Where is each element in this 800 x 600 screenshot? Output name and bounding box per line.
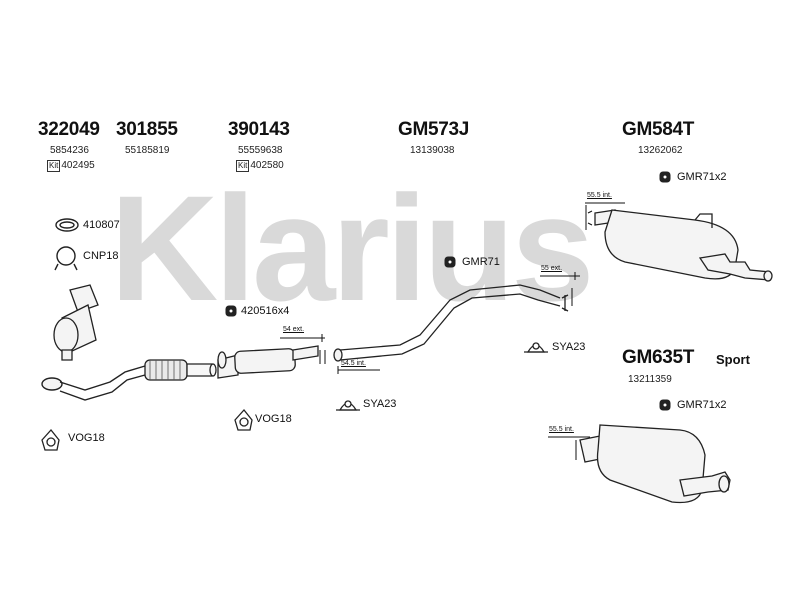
kit-number: 402495 xyxy=(61,160,95,171)
intermediate-pipe xyxy=(333,284,569,362)
measurement-54-ext: 54 ext. xyxy=(283,326,305,333)
rubber-mount-gmr71x2-b-icon xyxy=(659,399,671,411)
sport-badge: Sport xyxy=(716,352,750,367)
rubber-mount-420516-icon xyxy=(225,305,237,317)
rear-silencer xyxy=(594,209,773,282)
measurement-55-5-int-b: 55.5 int. xyxy=(549,426,574,433)
kit-tag: Kit xyxy=(47,160,61,172)
mount-sya23-b-icon xyxy=(524,342,548,353)
part-number-gm584t: GM584T xyxy=(622,119,695,140)
watermark-logo: Klarius xyxy=(110,164,591,332)
centre-silencer xyxy=(217,345,319,379)
part-number-gm635t: GM635T xyxy=(622,347,695,368)
part-number-301855: 301855 xyxy=(116,119,178,140)
oe-number-13139038: 13139038 xyxy=(410,145,455,156)
oe-number-13262062: 13262062 xyxy=(638,145,683,156)
gasket-vog18-a-icon xyxy=(234,408,253,431)
fitting-vog18-b-label: VOG18 xyxy=(68,432,105,444)
fitting-sya23-a-label: SYA23 xyxy=(363,398,397,410)
fitting-cnp18-label: CNP18 xyxy=(83,250,119,262)
kit-tag: Kit xyxy=(236,160,250,172)
rubber-mount-gmr71x2-a-icon xyxy=(659,171,671,183)
measurement-55-5-int-a: 55.5 int. xyxy=(587,192,612,199)
oe-number-13211359: 13211359 xyxy=(628,374,672,385)
flex-pipe-section xyxy=(144,359,217,381)
fitting-sya23-b-label: SYA23 xyxy=(552,341,586,353)
fitting-420516-label: 420516x4 xyxy=(241,305,290,317)
oe-number-55559638: 55559638 xyxy=(238,145,283,156)
part-number-390143: 390143 xyxy=(228,119,290,140)
fitting-410807-label: 410807 xyxy=(83,219,120,231)
measurement-54-5-int: 54.5 int. xyxy=(341,360,366,367)
catalytic-converter xyxy=(53,284,99,361)
rubber-mount-gmr71-icon xyxy=(444,256,456,268)
fitting-gmr71x2-a-label: GMR71x2 xyxy=(677,171,727,183)
oe-number-55185819: 55185819 xyxy=(125,145,170,156)
gasket-vog18-b-icon xyxy=(41,428,60,451)
clamp-410807-icon xyxy=(55,218,79,232)
kit-number: 402580 xyxy=(250,160,284,171)
mount-sya23-a-icon xyxy=(336,400,360,411)
measurement-markers xyxy=(280,202,625,460)
oe-number-5854236: 5854236 xyxy=(50,145,89,156)
front-downpipe xyxy=(41,365,146,401)
fitting-gmr71x2-b-label: GMR71x2 xyxy=(677,399,727,411)
part-number-gm573j: GM573J xyxy=(398,119,470,140)
measurement-55-ext: 55 ext. xyxy=(541,265,563,272)
clamp-cnp18-icon xyxy=(54,246,78,271)
rear-silencer-sport xyxy=(579,424,731,504)
fitting-vog18-a-label: VOG18 xyxy=(255,413,292,425)
fitting-gmr71-label: GMR71 xyxy=(462,256,500,268)
part-number-322049: 322049 xyxy=(38,119,100,140)
